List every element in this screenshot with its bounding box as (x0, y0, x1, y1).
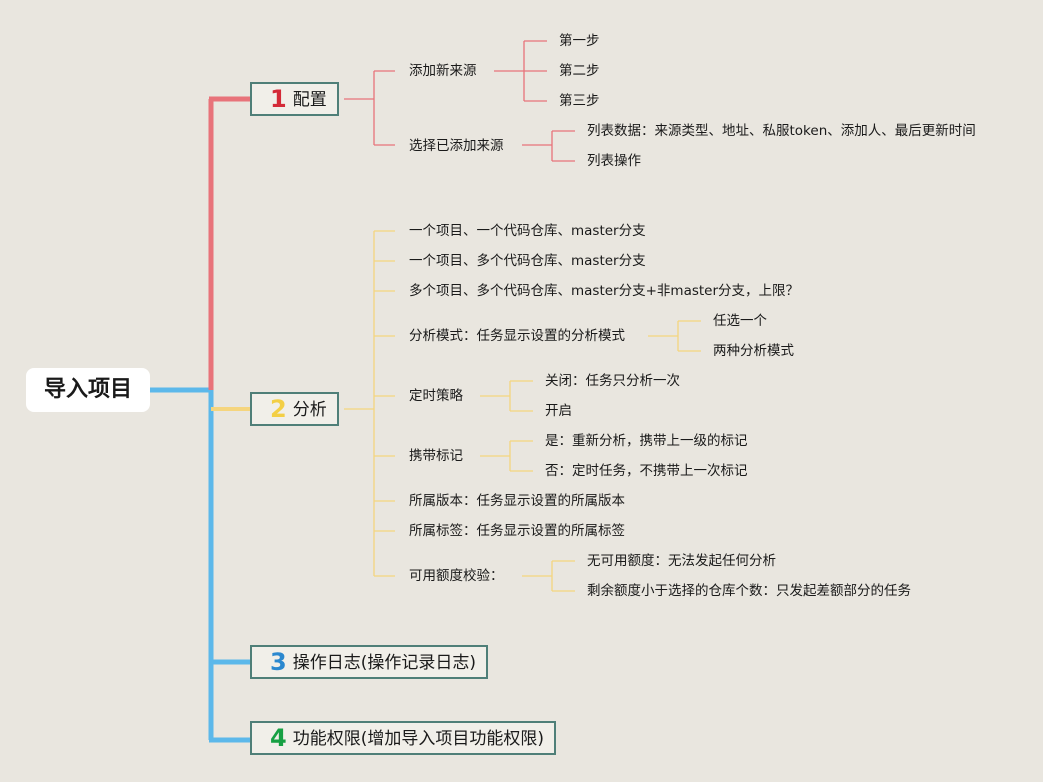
node-schedule-off[interactable]: 关闭：任务只分析一次 (545, 373, 680, 389)
branch-number: 1 (270, 85, 287, 113)
node-list-data[interactable]: 列表数据：来源类型、地址、私服token、添加人、最后更新时间 (587, 123, 976, 139)
node-step-3[interactable]: 第三步 (559, 93, 600, 109)
node-analysis-mode[interactable]: 分析模式：任务显示设置的分析模式 (409, 328, 625, 344)
node-carry-no[interactable]: 否：定时任务，不携带上一次标记 (545, 463, 748, 479)
node-carry-mark[interactable]: 携带标记 (409, 448, 463, 464)
node-list-actions[interactable]: 列表操作 (587, 153, 641, 169)
node-partial-quota[interactable]: 剩余额度小于选择的仓库个数：只发起差额部分的任务 (587, 583, 911, 599)
root-node[interactable]: 导入项目 (26, 368, 150, 412)
branch-number: 4 (270, 724, 287, 752)
branch-label: 功能权限(增加导入项目功能权限) (292, 729, 544, 749)
node-quota-check[interactable]: 可用额度校验： (409, 568, 504, 584)
node-carry-yes[interactable]: 是：重新分析，携带上一级的标记 (545, 433, 748, 449)
node-step-2[interactable]: 第二步 (559, 63, 600, 79)
node-choose-one[interactable]: 任选一个 (713, 313, 767, 329)
node-select-source[interactable]: 选择已添加来源 (409, 138, 504, 154)
node-no-quota[interactable]: 无可用额度：无法发起任何分析 (587, 553, 776, 569)
node-add-source[interactable]: 添加新来源 (409, 63, 477, 79)
node-step-1[interactable]: 第一步 (559, 33, 600, 49)
node-schedule-on[interactable]: 开启 (545, 403, 572, 419)
node-one-project-multi-repo[interactable]: 一个项目、多个代码仓库、master分支 (409, 253, 646, 269)
node-two-modes[interactable]: 两种分析模式 (713, 343, 794, 359)
branch-label: 操作日志(操作记录日志) (292, 653, 476, 673)
node-one-project-one-repo[interactable]: 一个项目、一个代码仓库、master分支 (409, 223, 646, 239)
branch-label: 分析 (292, 400, 327, 420)
node-version[interactable]: 所属版本：任务显示设置的所属版本 (409, 493, 625, 509)
node-tag[interactable]: 所属标签：任务显示设置的所属标签 (409, 523, 625, 539)
branch-label: 配置 (292, 90, 327, 110)
branch-number: 2 (270, 395, 287, 423)
node-multi-project-multi-repo[interactable]: 多个项目、多个代码仓库、master分支+非master分支，上限？ (409, 283, 800, 299)
branch-number: 3 (270, 648, 287, 676)
node-schedule-policy[interactable]: 定时策略 (409, 388, 463, 404)
